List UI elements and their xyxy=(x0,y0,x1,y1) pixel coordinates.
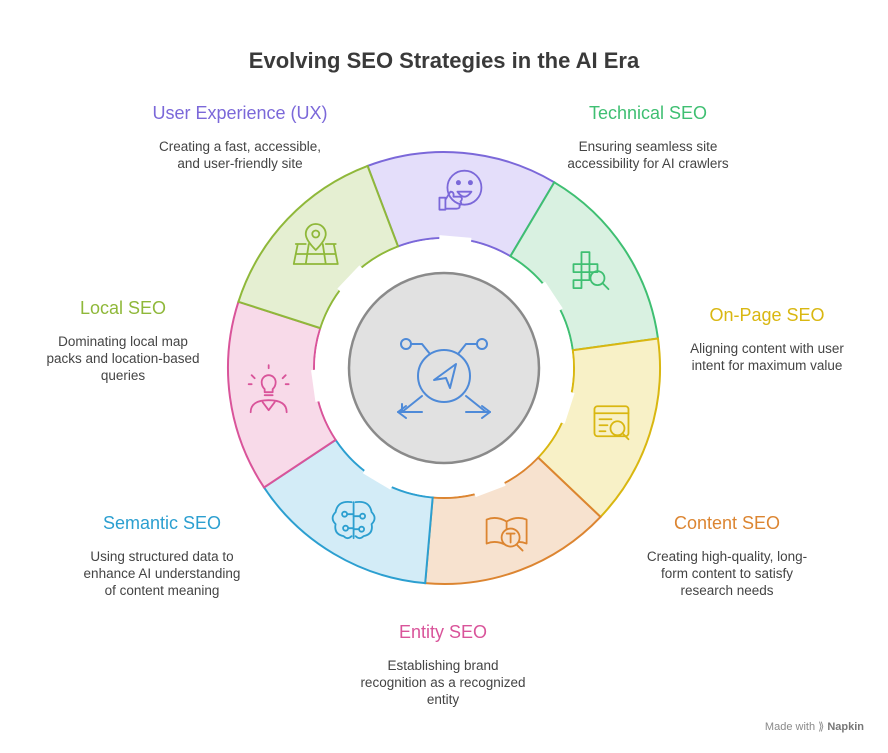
center-hub xyxy=(347,271,541,465)
connector-tab xyxy=(527,381,575,424)
connector-tab xyxy=(461,449,506,498)
smile-thumbs-up-icon xyxy=(438,169,483,211)
made-with-text: Made with xyxy=(764,721,816,733)
brain-network-icon xyxy=(331,500,376,540)
brand-name: Napkin xyxy=(827,721,864,733)
segment-title: Content SEO xyxy=(673,513,781,533)
segment-title: User Experience (UX) xyxy=(152,103,328,123)
connector-tab xyxy=(311,364,355,402)
segment-title: Technical SEO xyxy=(588,103,708,123)
page-title: Evolving SEO Strategies in the AI Era xyxy=(248,48,640,73)
connector-tab xyxy=(436,235,472,277)
segment-title: Semantic SEO xyxy=(102,513,222,533)
napkin-logo-icon: ⟫ xyxy=(818,721,825,733)
navigation-arrows-icon xyxy=(397,338,491,419)
segment-title: On-Page SEO xyxy=(709,305,825,325)
person-lightbulb-icon xyxy=(247,364,290,414)
segment-title: Local SEO xyxy=(79,298,167,318)
label-ux: User Experience (UX) Creating a fast, ac… xyxy=(120,103,360,172)
segment-desc: Creating high-quality, long-form content… xyxy=(646,549,808,598)
segment-desc: Creating a fast, accessible,and user-fri… xyxy=(158,139,322,171)
map-pin-icon xyxy=(292,223,339,265)
label-content: Content SEO Creating high-quality, long-… xyxy=(612,513,842,599)
page-search-icon xyxy=(593,405,630,441)
book-text-icon xyxy=(485,517,528,552)
segment-title: Entity SEO xyxy=(398,622,488,642)
crawl-search-icon xyxy=(572,251,610,291)
footer: Made with ⟫ Napkin xyxy=(765,720,864,733)
